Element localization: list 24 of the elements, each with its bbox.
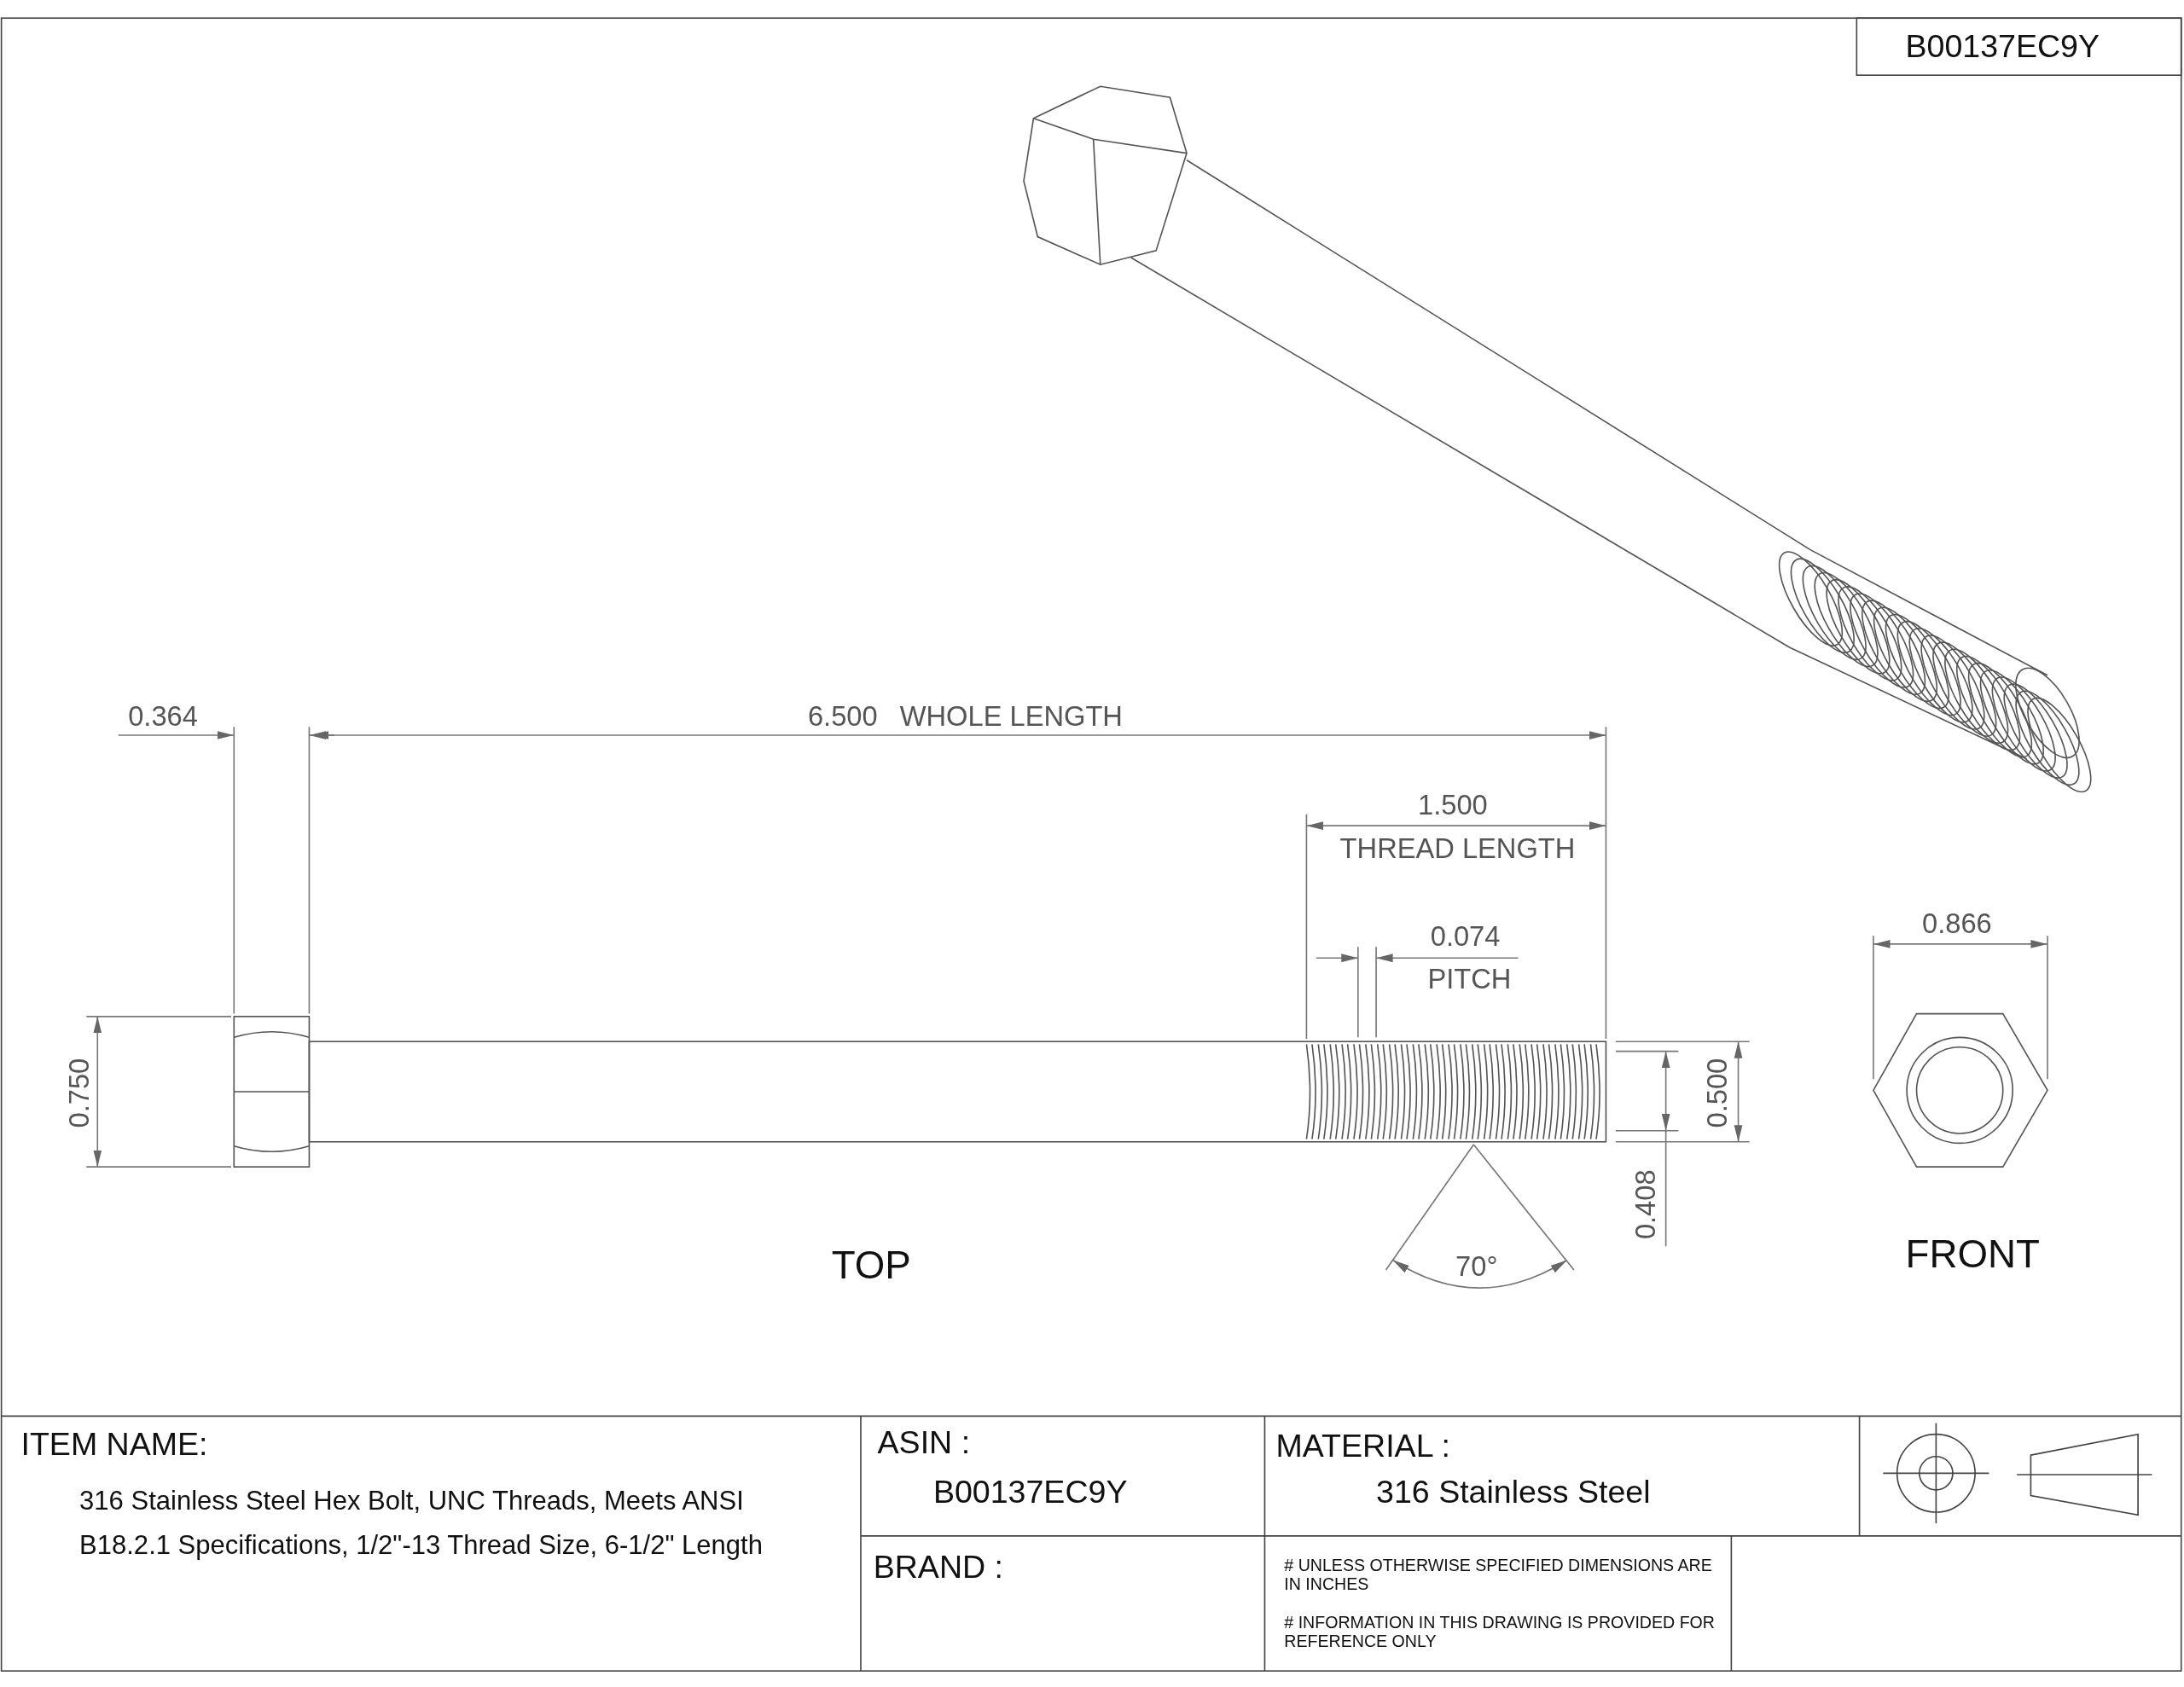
field-value: B00137EC9Y	[932, 1473, 1128, 1510]
dimension-value: 0.500	[1701, 1058, 1734, 1128]
dimension-value: 0.364	[128, 700, 198, 733]
view-label: TOP	[831, 1243, 911, 1289]
note-text: # UNLESS OTHERWISE SPECIFIED DIMENSIONS ARE IN INCHES	[1284, 1555, 1713, 1595]
dimension-label: PITCH	[1427, 963, 1512, 996]
part-number: B00137EC9Y	[1905, 27, 2100, 65]
view-label: FRONT	[1905, 1232, 2040, 1278]
dimension-value: 0.866	[1922, 907, 1992, 941]
angle-value: 70°	[1455, 1250, 1498, 1283]
note-text: # INFORMATION IN THIS DRAWING IS PROVIDED FOR REFERENCE ONLY	[1284, 1612, 1716, 1652]
dimension-value: 1.500	[1418, 789, 1488, 822]
dimension-value: 0.750	[63, 1058, 96, 1128]
dimension-value: 0.408	[1630, 1169, 1662, 1240]
field-label: MATERIAL :	[1275, 1427, 1450, 1464]
field-label: BRAND :	[873, 1548, 1003, 1586]
field-value: 316 Stainless Steel	[1376, 1473, 1651, 1510]
dimension-value: 0.074	[1430, 920, 1501, 953]
field-label: ITEM NAME:	[20, 1425, 208, 1463]
field-label: ASIN :	[877, 1424, 971, 1462]
dimension-label: THREAD LENGTH	[1339, 832, 1576, 865]
dimension-label: WHOLE LENGTH	[899, 700, 1123, 733]
dimension-value: 6.500	[807, 700, 878, 733]
item-description: 316 Stainless Steel Hex Bolt, UNC Threads, Meets ANSI B18.2.1 Specifications, 1/2"-13 Thread Size, 6-1/2" Length	[79, 1485, 764, 1562]
